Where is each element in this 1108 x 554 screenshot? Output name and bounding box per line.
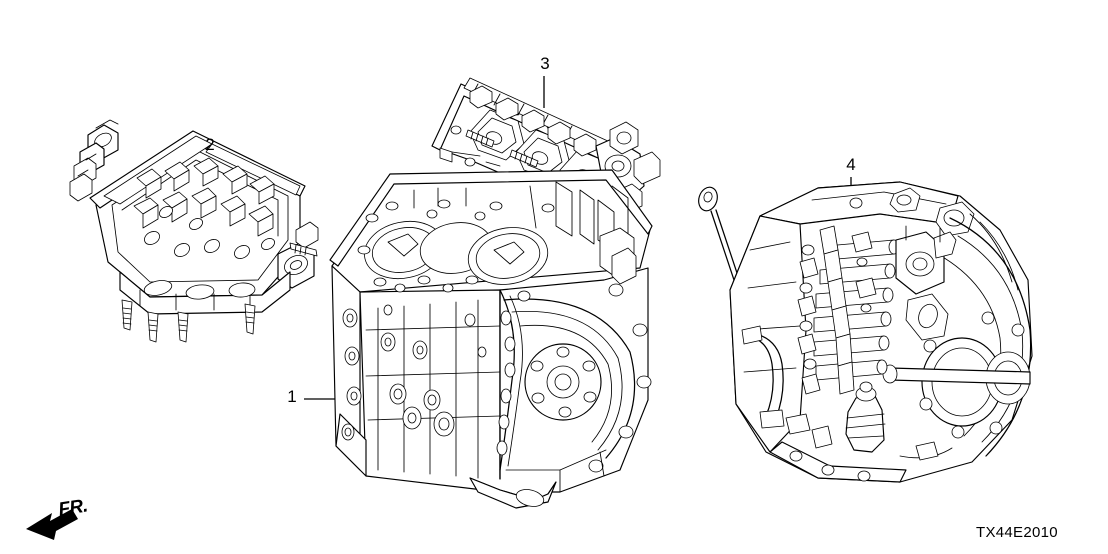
part-engine-block xyxy=(329,169,653,509)
callout-number-3[interactable]: 3 xyxy=(540,54,550,73)
front-direction-arrow-icon xyxy=(26,509,78,540)
callout-number-1[interactable]: 1 xyxy=(287,387,297,406)
callout-number-4[interactable]: 4 xyxy=(846,155,856,174)
pan-bolt-boss-icon xyxy=(341,308,362,441)
part-transmission-assembly xyxy=(698,181,1033,483)
part-front-cylinder-head xyxy=(69,119,319,343)
head-stud-icon xyxy=(121,242,318,343)
diagram-code: TX44E2010 xyxy=(976,524,1058,541)
transmission-mount-cone-icon xyxy=(845,381,886,453)
callout-number-2[interactable]: 2 xyxy=(205,135,215,154)
front-direction-label: FR. xyxy=(57,495,90,521)
flywheel-flange-icon xyxy=(524,343,602,421)
